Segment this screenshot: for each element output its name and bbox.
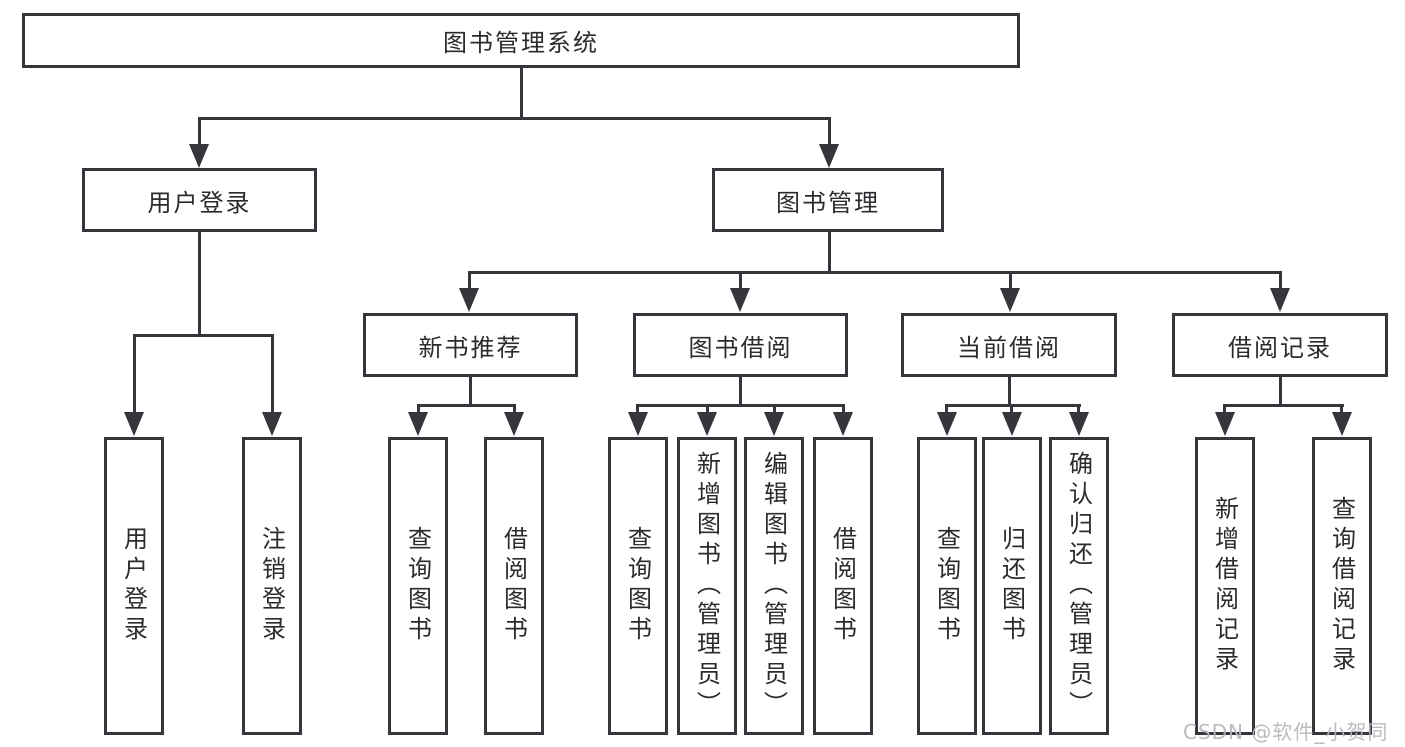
node-user-login: 用户登录: [82, 168, 317, 232]
connector-line: [945, 404, 948, 416]
node-label: 注销登录: [257, 526, 286, 646]
node-root-system: 图书管理系统: [22, 13, 1020, 68]
connector-line: [636, 404, 639, 416]
leaf-borrow-books: 借阅图书: [813, 437, 873, 735]
connector-line: [198, 117, 831, 120]
arrow-down-icon: [189, 144, 209, 168]
arrow-down-icon: [1000, 288, 1020, 312]
connector-line: [417, 404, 516, 407]
node-label: 图书借阅: [688, 333, 793, 362]
connector-line: [513, 404, 516, 416]
node-label: 编辑图书（管理员）: [759, 451, 788, 721]
connector-line: [739, 375, 742, 407]
arrow-down-icon: [1332, 412, 1352, 436]
connector-line: [946, 404, 1081, 407]
arrow-down-icon: [1002, 412, 1022, 436]
connector-line: [1279, 271, 1282, 293]
arrow-down-icon: [833, 412, 853, 436]
node-label: 用户登录: [119, 526, 148, 646]
arrow-down-icon: [408, 412, 428, 436]
connector-line: [520, 66, 523, 118]
arrow-down-icon: [628, 412, 648, 436]
csdn-watermark: CSDN @软件_小贺同学: [1183, 720, 1389, 744]
leaf-borrow-books-recommend: 借阅图书: [484, 437, 544, 735]
node-label: 查询图书: [403, 526, 432, 646]
arrow-down-icon: [262, 412, 282, 436]
arrow-down-icon: [504, 412, 524, 436]
connector-line: [1009, 271, 1012, 293]
node-label: 新增图书（管理员）: [692, 451, 721, 721]
leaf-edit-books-admin: 编辑图书（管理员）: [744, 437, 804, 735]
connector-line: [706, 404, 709, 416]
arrow-down-icon: [1270, 288, 1290, 312]
leaf-confirm-return-admin: 确认归还（管理员）: [1049, 437, 1109, 735]
leaf-query-borrow-record: 查询借阅记录: [1312, 437, 1372, 735]
node-label: 借阅图书: [499, 526, 528, 646]
node-label: 查询图书: [623, 526, 652, 646]
connector-line: [739, 271, 742, 293]
connector-line: [133, 334, 136, 414]
leaf-logout: 注销登录: [242, 437, 302, 735]
connector-line: [637, 404, 845, 407]
connector-line: [1077, 404, 1080, 416]
connector-line: [1279, 375, 1282, 407]
node-label: 查询借阅记录: [1327, 496, 1356, 676]
arrow-down-icon: [819, 144, 839, 168]
connector-line: [1010, 404, 1013, 416]
leaf-query-books-recommend: 查询图书: [388, 437, 448, 735]
connector-line: [198, 230, 201, 336]
connector-line: [842, 404, 845, 416]
leaf-query-books-borrow: 查询图书: [608, 437, 668, 735]
node-current-borrow: 当前借阅: [901, 313, 1117, 377]
node-label: 图书管理系统: [443, 29, 599, 57]
connector-line: [828, 230, 831, 274]
arrow-down-icon: [764, 412, 784, 436]
connector-line: [417, 404, 420, 416]
arrow-down-icon: [1215, 412, 1235, 436]
connector-line: [469, 375, 472, 407]
node-label: 借阅记录: [1228, 333, 1332, 362]
connector-line: [1223, 404, 1226, 416]
arrow-down-icon: [937, 412, 957, 436]
node-book-borrow: 图书借阅: [633, 313, 848, 377]
connector-line: [468, 271, 1282, 274]
node-label: 查询图书: [932, 526, 961, 646]
connector-line: [133, 334, 274, 337]
connector-line: [198, 117, 201, 145]
connector-line: [1340, 404, 1343, 416]
node-label: 图书管理: [776, 188, 880, 217]
connector-line: [468, 271, 471, 293]
node-label: 当前借阅: [957, 333, 1061, 362]
arrow-down-icon: [459, 288, 479, 312]
leaf-query-books-current: 查询图书: [917, 437, 977, 735]
leaf-return-books: 归还图书: [982, 437, 1042, 735]
connector-line: [1224, 404, 1344, 407]
connector-line: [828, 117, 831, 145]
arrow-down-icon: [1069, 412, 1089, 436]
arrow-down-icon: [124, 412, 144, 436]
arrow-down-icon: [730, 288, 750, 312]
connector-line: [1008, 375, 1011, 407]
connector-line: [773, 404, 776, 416]
node-new-book-recommend: 新书推荐: [363, 313, 578, 377]
node-label: 新书推荐: [418, 333, 523, 362]
arrow-down-icon: [697, 412, 717, 436]
node-book-management: 图书管理: [712, 168, 944, 232]
leaf-user-login: 用户登录: [104, 437, 164, 735]
connector-line: [271, 334, 274, 414]
node-label: 确认归还（管理员）: [1064, 451, 1093, 721]
node-label: 归还图书: [997, 526, 1026, 646]
node-borrow-records: 借阅记录: [1172, 313, 1388, 377]
node-label: 借阅图书: [828, 526, 857, 646]
leaf-add-books-admin: 新增图书（管理员）: [677, 437, 737, 735]
leaf-add-borrow-record: 新增借阅记录: [1195, 437, 1255, 735]
node-label: 新增借阅记录: [1210, 496, 1239, 676]
node-label: 用户登录: [147, 188, 252, 217]
